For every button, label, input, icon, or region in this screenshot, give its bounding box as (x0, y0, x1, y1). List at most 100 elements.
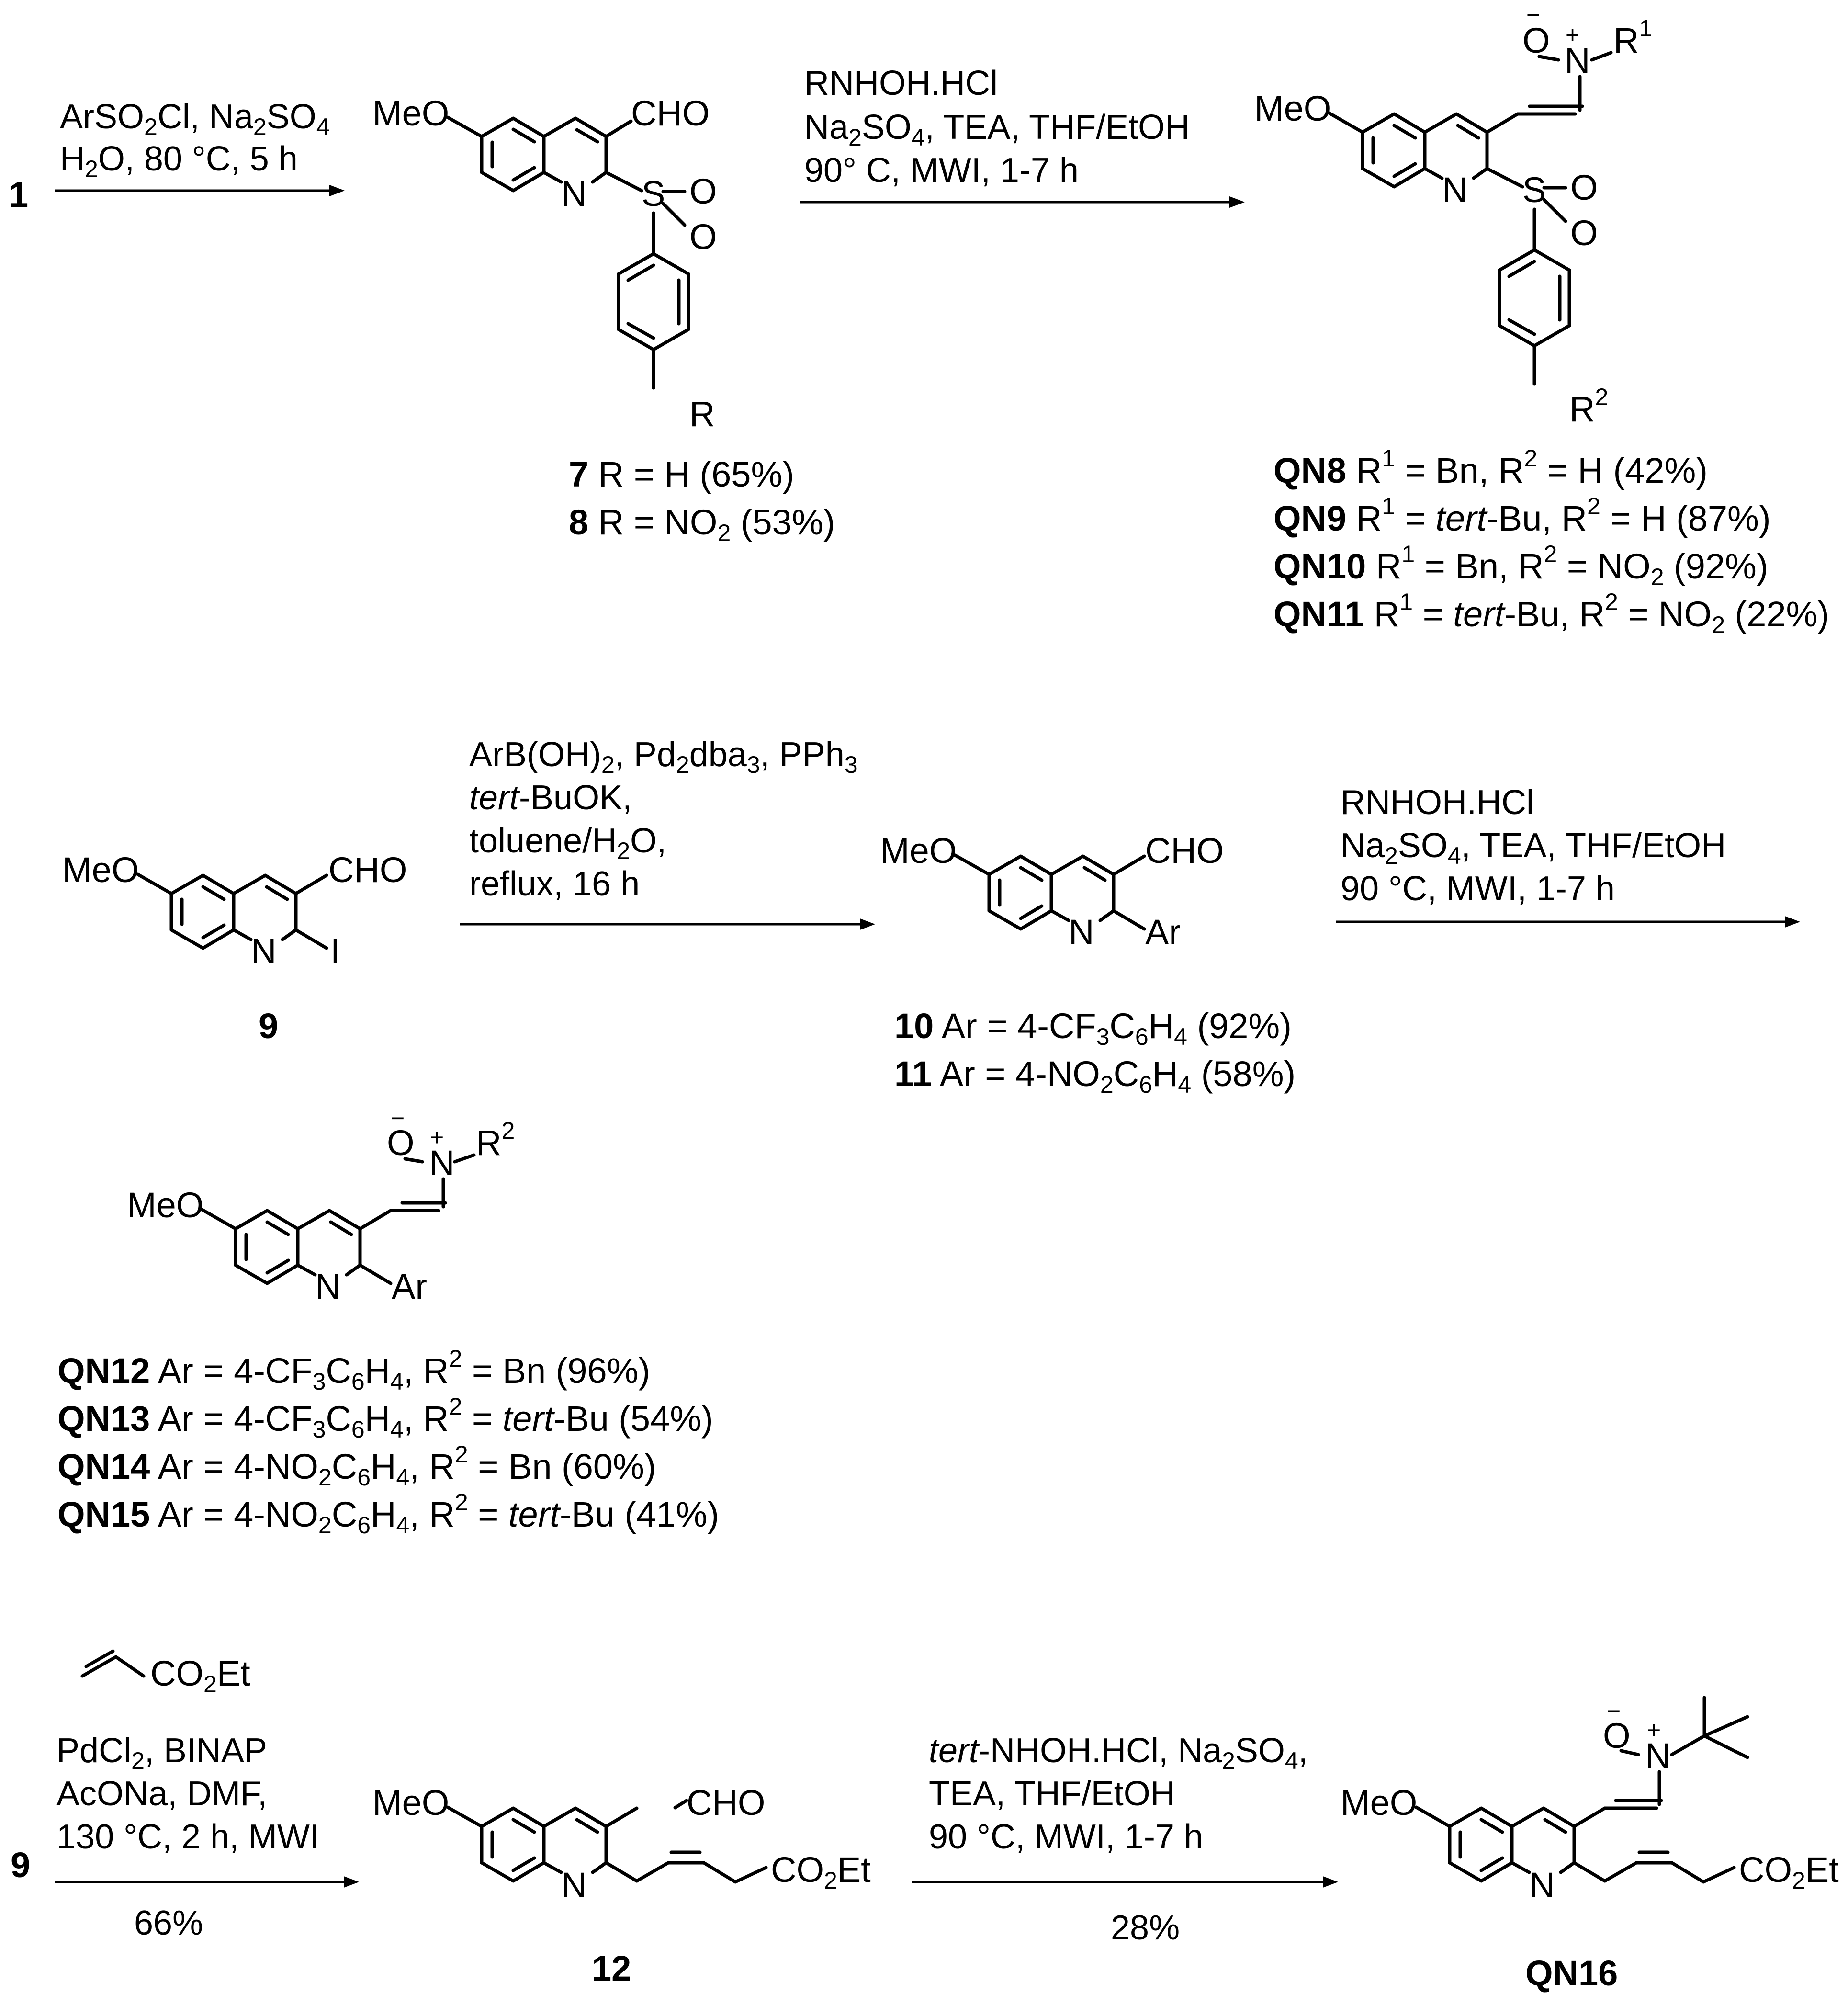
atom-n: N (561, 1865, 586, 1905)
atom-s: S (642, 174, 665, 214)
step2-condition-2: Na2SO4, TEA, THF/EtOH (804, 108, 1190, 151)
reaction-arrow-1 (55, 185, 345, 196)
atom-n: N (561, 174, 586, 214)
ethyl-acrylate: CO2Et (80, 1649, 250, 1698)
compound-9-start-label: 9 (11, 1845, 30, 1885)
atom-cho: CHO (1145, 831, 1224, 871)
row3-step2-conditions: tert-NHOH.HCl, Na2SO4, TEA, THF/EtOH 90 … (929, 1732, 1308, 1947)
atom-n: N (315, 1267, 340, 1306)
structure-qn12-15: MeO N N + O − R2 Ar (127, 1105, 515, 1306)
atom-co2et: CO2Et (771, 1850, 871, 1894)
row3-step1-condition-3: 130 °C, 2 h, MWI (56, 1818, 319, 1856)
product-qn11-line: QN11 R1 = tert-Bu, R2 = NO2 (22%) (1273, 589, 1829, 638)
atom-n: N (1069, 912, 1094, 952)
atom-i: I (330, 931, 340, 971)
step2-conditions: RNHOH.HCl Na2SO4, TEA, THF/EtOH 90° C, M… (804, 64, 1190, 190)
atom-o: O (1570, 213, 1598, 253)
atom-o-minus: O (1522, 21, 1550, 60)
structure-9: MeO N CHO I (62, 850, 407, 971)
row3-step2-condition-1: tert-NHOH.HCl, Na2SO4, (929, 1732, 1308, 1774)
structure-12: MeO N CHO CO2Et (372, 1783, 871, 1905)
row2-step1-condition-4: reflux, 16 h (469, 865, 640, 903)
row2-step2-conditions: RNHOH.HCl Na2SO4, TEA, THF/EtOH 90 °C, M… (1341, 783, 1726, 908)
step2-condition-3: 90° C, MWI, 1-7 h (804, 151, 1079, 190)
row2-step2-condition-1: RNHOH.HCl (1341, 783, 1534, 822)
atom-n: N (1442, 170, 1467, 210)
atom-o: O (1570, 168, 1598, 207)
row2-step2-condition-3: 90 °C, MWI, 1-7 h (1341, 870, 1615, 908)
svg-text:−: − (391, 1105, 405, 1132)
atom-o-minus: O (1603, 1716, 1631, 1756)
atom-s: S (1522, 170, 1546, 210)
structure-qn8-11: MeO N N + O − R1 S O O R2 (1254, 1, 1652, 429)
product-qn14-line: QN14 Ar = 4-NO2C6H4, R2 = Bn (60%) (57, 1441, 656, 1491)
atom-n-plus: N (1565, 41, 1590, 80)
atom-o-minus: O (387, 1123, 415, 1163)
atom-n-plus: N (429, 1143, 454, 1183)
svg-text:+: + (1566, 22, 1579, 48)
row2-step1-condition-2: tert-BuOK, (469, 779, 632, 817)
structure-qn16: MeO N N + O − CO2Et (1341, 1696, 1839, 1905)
compound-12-label: 12 (592, 1949, 631, 1988)
atom-n: N (1529, 1865, 1555, 1905)
compound-10-line: 10 Ar = 4-CF3C6H4 (92%) (894, 1006, 1292, 1050)
structure-7-8: MeO N CHO S O O R (372, 93, 717, 434)
step1-condition-2: H2O, 80 °C, 5 h (60, 140, 298, 182)
products-qn8-11: QN8 R1 = Bn, R2 = H (42%) QN9 R1 = tert-… (1273, 445, 1829, 638)
atom-ar: Ar (1145, 912, 1181, 952)
atom-meo: MeO (1341, 1783, 1417, 1823)
atom-r2: R2 (476, 1117, 515, 1163)
reaction-arrow-6 (912, 1876, 1338, 1888)
compound-7-8-labels: 7 R = H (65%) 8 R = NO2 (53%) (569, 454, 835, 546)
atom-meo: MeO (372, 1783, 449, 1823)
atom-meo: MeO (127, 1185, 203, 1225)
atom-o: O (689, 171, 717, 211)
row3-step2-yield: 28% (1111, 1909, 1180, 1947)
step1-condition-1: ArSO2Cl, Na2SO4 (60, 98, 330, 140)
atom-r: R (689, 394, 715, 434)
compound-1-label: 1 (9, 175, 28, 215)
atom-meo: MeO (372, 93, 449, 133)
atom-meo: MeO (880, 831, 957, 871)
svg-text:−: − (1526, 1, 1540, 28)
compound-10-11-labels: 10 Ar = 4-CF3C6H4 (92%) 11 Ar = 4-NO2C6H… (894, 1006, 1296, 1098)
products-qn12-15: QN12 Ar = 4-CF3C6H4, R2 = Bn (96%) QN13 … (57, 1345, 719, 1539)
atom-co2et: CO2Et (1739, 1850, 1839, 1894)
atom-r1: R1 (1613, 15, 1652, 60)
product-qn16-label: QN16 (1525, 1953, 1618, 1993)
row2-step1-condition-1: ArB(OH)2, Pd2dba3, PPh3 (469, 736, 858, 778)
compound-7-line: 7 R = H (65%) (569, 454, 794, 494)
reaction-arrow-3 (460, 918, 875, 930)
svg-text:−: − (1607, 1698, 1621, 1724)
row3-step2-condition-3: 90 °C, MWI, 1-7 h (929, 1818, 1203, 1856)
atom-co2et: CO2Et (150, 1654, 250, 1698)
step2-condition-1: RNHOH.HCl (804, 64, 998, 102)
row3-step1-condition-1: PdCl2, BINAP (56, 1732, 267, 1774)
reaction-arrow-2 (800, 196, 1245, 208)
atom-n-plus: N (1645, 1736, 1670, 1776)
product-qn15-line: QN15 Ar = 4-NO2C6H4, R2 = tert-Bu (41%) (57, 1489, 719, 1539)
row3-step1-yield: 66% (134, 1904, 203, 1942)
atom-n: N (251, 931, 276, 971)
row3-step1-condition-2: AcONa, DMF, (56, 1775, 267, 1813)
atom-cho: CHO (328, 850, 407, 890)
compound-9-label: 9 (259, 1006, 278, 1046)
step1-conditions: ArSO2Cl, Na2SO4 H2O, 80 °C, 5 h (60, 98, 330, 182)
atom-o: O (689, 217, 717, 257)
row2-step1-conditions: ArB(OH)2, Pd2dba3, PPh3 tert-BuOK, tolue… (469, 736, 858, 903)
compound-11-line: 11 Ar = 4-NO2C6H4 (58%) (894, 1054, 1296, 1098)
product-qn13-line: QN13 Ar = 4-CF3C6H4, R2 = tert-Bu (54%) (57, 1393, 713, 1443)
svg-text:+: + (1647, 1717, 1661, 1744)
product-qn12-line: QN12 Ar = 4-CF3C6H4, R2 = Bn (96%) (57, 1345, 650, 1395)
row3-step2-condition-2: TEA, THF/EtOH (929, 1775, 1175, 1813)
product-qn9-line: QN9 R1 = tert-Bu, R2 = H (87%) (1273, 493, 1771, 538)
structure-10-11: MeO N CHO Ar (880, 831, 1224, 952)
reaction-arrow-5 (55, 1876, 359, 1888)
svg-text:+: + (430, 1124, 444, 1151)
reaction-arrow-4 (1336, 916, 1800, 928)
atom-r2: R2 (1569, 384, 1608, 429)
row3-step1-conditions: PdCl2, BINAP AcONa, DMF, 130 °C, 2 h, MW… (56, 1732, 319, 1942)
row2-step2-condition-2: Na2SO4, TEA, THF/EtOH (1341, 827, 1726, 869)
row2-step1-condition-3: toluene/H2O, (469, 822, 666, 864)
